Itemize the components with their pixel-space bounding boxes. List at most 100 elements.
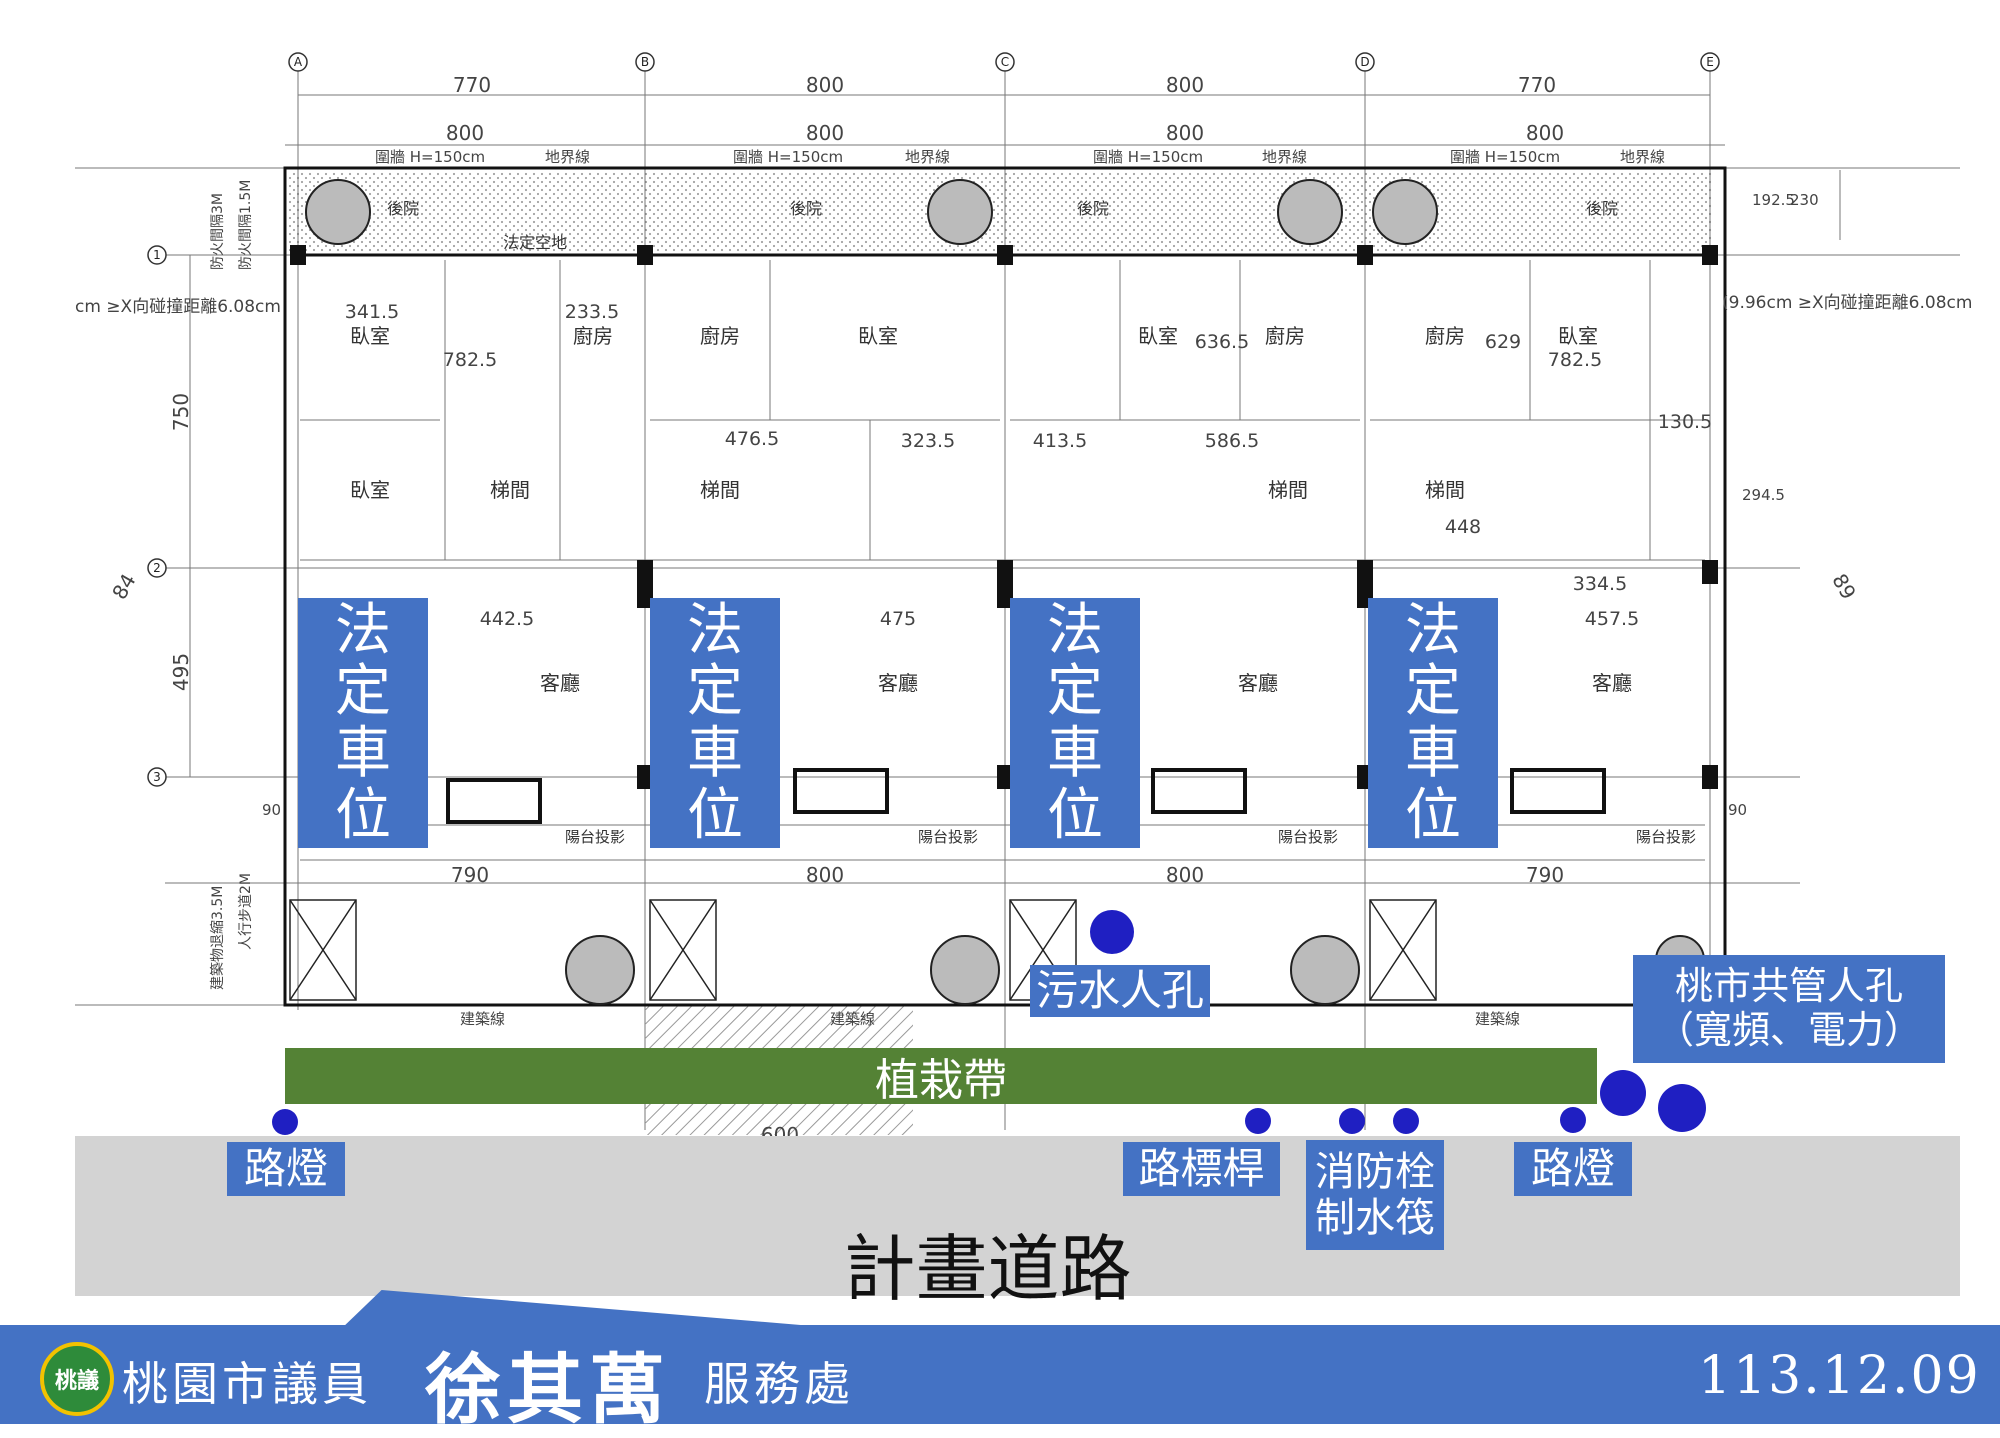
fence-label: 圍牆 H=150cm (1093, 148, 1203, 166)
tree-icon (1277, 179, 1343, 245)
sidewalk-label: 人行步道2M (238, 873, 254, 950)
row-label-3: 3 (153, 770, 161, 784)
legal-parking-label: 法 定 車 位 (298, 598, 428, 848)
axis-label-d: D (1360, 55, 1369, 69)
footer-prefix: 桃園市議員 (122, 1357, 372, 1411)
dim-top-outer: 800 (1166, 73, 1204, 97)
fence-label: 圍牆 H=150cm (733, 148, 843, 166)
dim-2945: 294.5 (1742, 486, 1785, 504)
tree-icon (1290, 935, 1360, 1005)
hydrant-marker (1339, 1108, 1365, 1134)
room-bedroom: 臥室 (1558, 324, 1598, 348)
row-label-1: 1 (153, 248, 161, 262)
room-backyard: 後院 (1077, 199, 1109, 218)
room-dim: 475 (880, 608, 916, 630)
room-stair: 梯間 (1425, 478, 1465, 502)
boundary-label: 地界線 (1620, 148, 1665, 166)
legal-parking-label: 法 定 車 位 (1010, 598, 1140, 848)
row-label-2: 2 (153, 561, 161, 575)
sign-pole-label: 路標桿 (1123, 1142, 1280, 1196)
boundary-label: 地界線 (905, 148, 950, 166)
axis-label-b: B (641, 55, 649, 69)
dim-top-inner: 800 (1166, 121, 1204, 145)
build-line-label: 建築線 (830, 1010, 875, 1028)
footer-suffix: 服務處 (704, 1357, 854, 1411)
planned-road (75, 1136, 1960, 1296)
room-dim: 442.5 (480, 608, 534, 630)
room-kitchen: 廚房 (1265, 324, 1305, 348)
collision-distance-left: cm ≥X向碰撞距離6.08cm (75, 297, 281, 317)
dim-top-outer: 800 (806, 73, 844, 97)
street-light-label: 路燈 (1514, 1142, 1632, 1196)
axis-label-a: A (294, 55, 303, 69)
room-stair: 梯間 (490, 478, 530, 502)
room-dim: 334.5 (1573, 573, 1627, 595)
dim-495: 495 (169, 653, 193, 691)
dim-top-inner: 800 (446, 121, 484, 145)
utility-manhole-label: 桃市共管人孔 （寬頻、電力） (1633, 955, 1945, 1063)
room-stair: 梯間 (700, 478, 740, 502)
dim-top-outer: 770 (453, 73, 491, 97)
planned-road-label: 計畫道路 (843, 1227, 1132, 1311)
room-backyard: 後院 (387, 199, 419, 218)
room-bedroom: 臥室 (1138, 324, 1178, 348)
axis-label-e: E (1706, 55, 1714, 69)
sign-pole-marker (1245, 1108, 1271, 1134)
planting-strip-label: 植栽帶 (875, 1055, 1007, 1106)
fire-spacing-label: 防火間隔3M (210, 193, 226, 270)
fire-spacing-label: 防火間隔1.5M (238, 180, 254, 270)
footer-bar (0, 1325, 2000, 1424)
hydrant-label: 消防栓 制水筏 (1306, 1140, 1444, 1250)
dim-bottom: 790 (1526, 863, 1564, 887)
room-kitchen: 廚房 (700, 324, 740, 348)
room-backyard: 後院 (1586, 199, 1618, 218)
room-dim: 413.5 (1033, 430, 1087, 452)
dim-90: 90 (262, 801, 281, 819)
tree-icon (305, 179, 371, 245)
tree-icon (565, 935, 635, 1005)
utility-manhole-marker (1600, 1070, 1646, 1116)
room-bedroom: 臥室 (858, 324, 898, 348)
room-dim: 629 (1485, 331, 1521, 353)
fence-label: 圍牆 H=150cm (1450, 148, 1560, 166)
footer-date: 113.12.09 (1698, 1346, 1981, 1406)
room-living: 客廳 (1592, 671, 1632, 695)
room-bedroom: 臥室 (350, 478, 390, 502)
dim-total-right: 89 (1827, 569, 1861, 603)
balcony-label: 陽台投影 (1278, 828, 1338, 846)
sewer-manhole-marker (1090, 910, 1134, 954)
room-dim: 130.5 (1658, 411, 1712, 433)
fence-label: 圍牆 H=150cm (375, 148, 485, 166)
legal-parking-label: 法 定 車 位 (1368, 598, 1498, 848)
room-living: 客廳 (540, 671, 580, 695)
axis-label-c: C (1001, 55, 1009, 69)
room-bedroom: 臥室 (350, 324, 390, 348)
room-living: 客廳 (878, 671, 918, 695)
dim-90: 90 (1728, 801, 1747, 819)
utility-manhole-marker (1658, 1084, 1706, 1132)
dim-bottom: 800 (806, 863, 844, 887)
dim-750: 750 (169, 393, 193, 431)
dim-top-inner: 800 (1526, 121, 1564, 145)
dim-total-left: 84 (107, 569, 141, 603)
room-dim: 636.5 (1195, 331, 1249, 353)
boundary-label: 地界線 (1262, 148, 1307, 166)
planting-strip: 植栽帶 (285, 1048, 1597, 1106)
balcony-label: 陽台投影 (565, 828, 625, 846)
balcony-label: 陽台投影 (1636, 828, 1696, 846)
room-legal-space: 法定空地 (503, 233, 567, 252)
dim-1925: 192.5 (1752, 191, 1795, 209)
room-kitchen: 廚房 (1425, 324, 1465, 348)
room-kitchen: 廚房 (573, 324, 613, 348)
valve-marker (1393, 1108, 1419, 1134)
boundary-label: 地界線 (545, 148, 590, 166)
build-line-label: 建築線 (1475, 1010, 1520, 1028)
dim-bottom: 790 (451, 863, 489, 887)
tree-icon (930, 935, 1000, 1005)
room-living: 客廳 (1238, 671, 1278, 695)
tree-icon (1372, 179, 1438, 245)
legal-parking-label: 法 定 車 位 (650, 598, 780, 848)
footer-name: 徐其萬 (425, 1345, 671, 1434)
dim-bottom: 800 (1166, 863, 1204, 887)
